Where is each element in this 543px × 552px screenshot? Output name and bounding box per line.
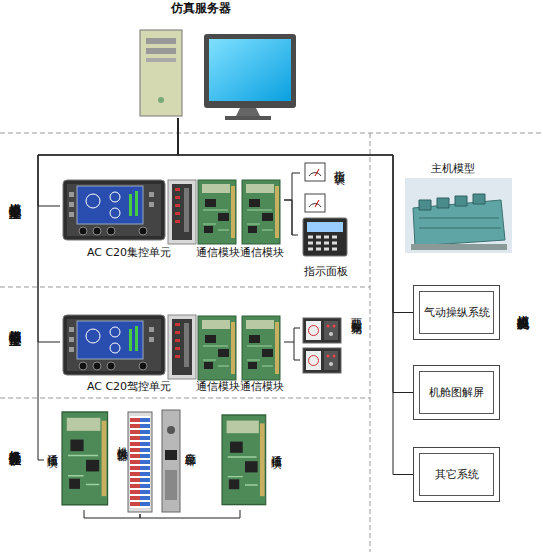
node-label: 其它系统 [435, 468, 479, 481]
indicator-gauges: 指示仪表 [300, 160, 350, 215]
node-label: 气动操纵系统 [424, 306, 490, 319]
rack-unit [168, 180, 196, 244]
comm-board [222, 415, 266, 505]
node-label: 机舱图解屏 [429, 386, 484, 399]
connector-line [38, 118, 178, 206]
connector-line [38, 118, 178, 460]
node-label: AC C20驾控单元 [60, 380, 198, 393]
section-band: 模拟机舱 主机模型气动操纵系统机舱图解屏其它系统 [370, 133, 543, 552]
engine-model [405, 178, 512, 253]
wing-control: 两翼控制单元 [300, 308, 366, 386]
node-label: 机旁操纵器 [116, 438, 129, 443]
rack-unit [168, 315, 196, 379]
control-panel [63, 315, 165, 375]
node-label: 应急车钟 [184, 444, 197, 448]
node-label: 仿真服务器 [166, 2, 236, 15]
connector-line [84, 510, 140, 518]
connector-line [284, 173, 300, 200]
indicator-panel: 指示面板 [298, 215, 354, 277]
node-label: 机旁操纵位 [8, 440, 21, 445]
server-node: 仿真服务器 [130, 0, 300, 118]
local-console: 机旁操纵器 [113, 408, 155, 514]
node-label: 模拟机舱 [516, 305, 529, 309]
comm-module: 通信模块 [196, 176, 240, 262]
node-label: 通信模块 [193, 246, 243, 259]
control-unit: AC C20集控单元 [60, 176, 198, 262]
connector-line [38, 118, 178, 342]
connector-line [178, 118, 413, 475]
comm-module: 通信模块 [196, 312, 240, 394]
engine-model: 主机模型 [403, 160, 513, 255]
section-band: 模拟驾控室AC C20驾控单元通信模块通信模块两翼控制单元 [0, 287, 370, 398]
comm-module: 通信模块 [240, 176, 284, 262]
branch-wire [294, 342, 300, 360]
local-console [128, 412, 152, 512]
comm-board [242, 180, 280, 244]
wing-panel [303, 318, 341, 343]
telegraph-unit [162, 410, 180, 512]
comm-board [242, 316, 280, 380]
node-label: 两翼控制单元 [350, 310, 363, 316]
comm-board [198, 180, 236, 244]
node-label: 通信模块 [270, 446, 283, 450]
comm-module: 通信模块 [218, 410, 288, 510]
node-label: 模拟集控室 [8, 193, 21, 198]
comm-module: 通信模块 [240, 312, 284, 394]
connector-line [178, 118, 413, 313]
section-band: 机旁操纵位通信模块机旁操纵器应急车钟通信模块 [0, 398, 370, 552]
emergency-telegraph: 应急车钟 [158, 408, 200, 514]
wing-panel [303, 348, 341, 373]
node-label: 通信模块 [46, 445, 59, 449]
connector-line [284, 200, 298, 235]
connector-line [140, 510, 240, 518]
node-label: 通信模块 [193, 380, 243, 393]
section-divider [0, 133, 543, 552]
gauge-icon [305, 194, 325, 212]
node-label: 主机模型 [403, 162, 503, 175]
node-label: 通信模块 [237, 380, 287, 393]
node-label: 模拟驾控室 [8, 320, 21, 325]
server-icon [140, 30, 296, 120]
comm-module: 通信模块 [44, 410, 114, 510]
control-panel [63, 180, 165, 240]
section-band: 模拟集控室AC C20集控单元通信模块通信模块指示仪表指示面板 [0, 133, 370, 287]
node-label: 通信模块 [237, 246, 287, 259]
connector-line [284, 328, 300, 342]
gauge-icon [305, 163, 325, 181]
node-label: 指示仪表 [333, 162, 346, 166]
comm-board [62, 412, 108, 505]
connector-line [178, 118, 413, 393]
control-unit: AC C20驾控单元 [60, 312, 198, 394]
system-box: 气动操纵系统 [413, 285, 500, 340]
system-box: 其它系统 [413, 447, 500, 502]
node-label: AC C20集控单元 [60, 246, 198, 259]
node-label: 指示面板 [298, 265, 354, 278]
indicator-panel [303, 218, 347, 256]
system-box: 机舱图解屏 [413, 365, 500, 420]
comm-board [198, 316, 236, 380]
